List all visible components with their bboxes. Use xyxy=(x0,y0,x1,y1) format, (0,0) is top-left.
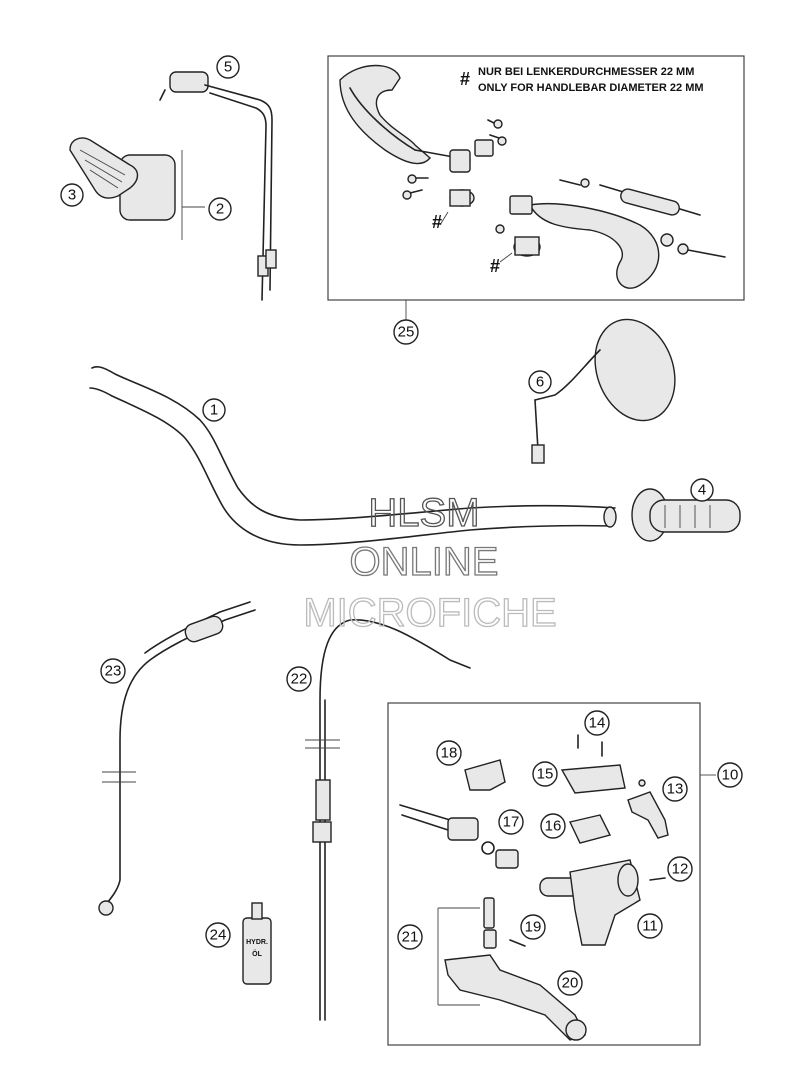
svg-text:13: 13 xyxy=(667,781,684,798)
svg-text:20: 20 xyxy=(562,975,579,992)
bracket-16 xyxy=(568,814,612,844)
svg-text:12: 12 xyxy=(672,861,689,878)
reservoir-cover-15 xyxy=(560,764,626,794)
svg-text:15: 15 xyxy=(537,766,554,783)
svg-text:22: 22 xyxy=(291,671,308,688)
callout-10: 10 xyxy=(717,762,743,788)
hash-marker-lower: # xyxy=(490,256,500,276)
watermark-line3: MICROFICHE xyxy=(303,591,556,635)
svg-text:19: 19 xyxy=(525,919,542,936)
watermark: HLSM ONLINE MICROFICHE xyxy=(303,490,558,635)
svg-text:14: 14 xyxy=(589,715,606,732)
handlebar-note: # NUR BEI LENKERDURCHMESSER 22 MM ONLY F… xyxy=(460,66,704,94)
master-cylinder-11 xyxy=(539,859,641,946)
callout-20: 20 xyxy=(557,970,583,996)
svg-text:24: 24 xyxy=(210,927,227,944)
mirror xyxy=(531,318,676,464)
svg-text:5: 5 xyxy=(224,59,232,76)
svg-text:17: 17 xyxy=(503,814,520,831)
callout-23: 23 xyxy=(100,658,126,684)
svg-text:4: 4 xyxy=(698,482,706,499)
spacer-sleeve-lower xyxy=(499,236,541,263)
callout-16: 16 xyxy=(540,813,566,839)
svg-text:11: 11 xyxy=(642,918,658,935)
handguard-right-bolts xyxy=(495,178,726,258)
handguard-left xyxy=(339,64,494,173)
callout-24: 24 xyxy=(205,922,231,948)
callout-1: 1 xyxy=(202,398,226,422)
bolts-21 xyxy=(437,897,497,1006)
throttle-housing xyxy=(119,150,205,240)
callout-18: 18 xyxy=(436,740,462,766)
callout-13: 13 xyxy=(662,776,688,802)
oil-bottle-label-line2: ÖL xyxy=(252,949,262,958)
cable-22 xyxy=(305,619,471,1021)
callout-11: 11 xyxy=(637,913,663,939)
handguard-left-bolts xyxy=(402,119,507,200)
watermark-line1: HLSM xyxy=(368,491,479,535)
note-line-de: NUR BEI LENKERDURCHMESSER 22 MM xyxy=(478,66,694,78)
callout-12: 12 xyxy=(667,856,693,882)
hash-marker-upper: # xyxy=(432,212,442,232)
svg-text:6: 6 xyxy=(536,374,544,391)
piston-17 xyxy=(399,804,519,869)
svg-text:18: 18 xyxy=(441,745,458,762)
svg-text:25: 25 xyxy=(398,324,415,341)
right-grip xyxy=(631,488,741,542)
svg-text:3: 3 xyxy=(68,187,76,204)
brake-lever-20 xyxy=(444,954,587,1041)
spacer-sleeve-upper xyxy=(439,189,475,226)
callout-15: 15 xyxy=(532,761,558,787)
svg-text:1: 1 xyxy=(210,402,218,419)
note-marker: # xyxy=(460,69,470,89)
screws-14 xyxy=(577,734,603,757)
callout-5: 5 xyxy=(216,55,240,79)
callout-25: 25 xyxy=(393,319,419,345)
pin-19 xyxy=(509,939,526,947)
brake-assembly-frame xyxy=(387,702,701,1046)
callout-17: 17 xyxy=(498,809,524,835)
callout-2: 2 xyxy=(208,197,232,221)
callout-14: 14 xyxy=(584,710,610,736)
handguard-group-frame xyxy=(327,55,745,301)
clamp-18 xyxy=(464,759,506,791)
clutch-hose xyxy=(98,601,256,916)
screw-12 xyxy=(649,877,666,881)
svg-text:21: 21 xyxy=(402,929,419,946)
oil-bottle-label-line1: HYDR. xyxy=(246,939,268,946)
callout-3: 3 xyxy=(60,183,84,207)
svg-text:23: 23 xyxy=(105,663,122,680)
watermark-line2: ONLINE xyxy=(350,540,499,584)
left-grip xyxy=(69,137,139,199)
throttle-cable-set xyxy=(159,71,277,301)
callout-19: 19 xyxy=(520,914,546,940)
callout-6: 6 xyxy=(528,370,552,394)
callout-21: 21 xyxy=(397,924,423,950)
callout-4: 4 xyxy=(690,478,714,502)
note-line-en: ONLY FOR HANDLEBAR DIAMETER 22 MM xyxy=(478,82,704,94)
svg-text:16: 16 xyxy=(545,818,562,835)
svg-text:10: 10 xyxy=(722,767,739,784)
hydraulic-oil-bottle: HYDR. ÖL xyxy=(242,902,272,985)
svg-text:2: 2 xyxy=(216,201,224,218)
handguard-right xyxy=(509,179,701,289)
lever-13 xyxy=(627,779,669,839)
handlebar xyxy=(89,366,617,546)
callout-22: 22 xyxy=(286,666,312,692)
